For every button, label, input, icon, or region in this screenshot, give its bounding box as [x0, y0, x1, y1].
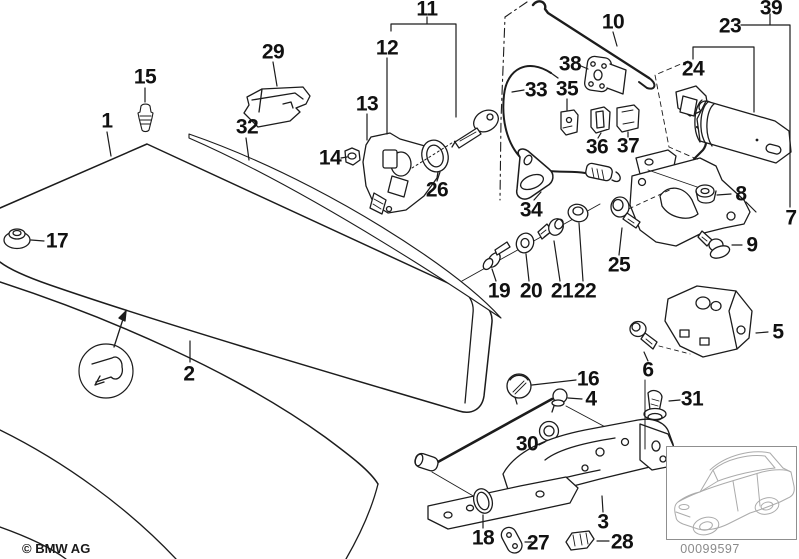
part-15-pin-drawing — [137, 103, 154, 133]
part-label-34[interactable]: 34 — [519, 198, 543, 222]
actuator-drawing — [654, 60, 792, 164]
part-label-22[interactable]: 22 — [573, 279, 597, 303]
part-label-25[interactable]: 25 — [607, 253, 631, 277]
part-label-23[interactable]: 23 — [718, 14, 742, 38]
part-label-4[interactable]: 4 — [585, 387, 597, 411]
part-label-14[interactable]: 14 — [318, 146, 342, 170]
part-17-grommet-drawing — [3, 228, 31, 250]
part-label-7[interactable]: 7 — [785, 206, 797, 230]
part-label-11[interactable]: 11 — [416, 0, 438, 21]
part-label-17[interactable]: 17 — [45, 229, 69, 253]
part-label-35[interactable]: 35 — [555, 77, 579, 101]
part-9-screw-drawing — [697, 230, 731, 259]
part-6-bolt-drawing — [629, 320, 691, 355]
part-label-3[interactable]: 3 — [597, 510, 609, 534]
part-4-ball-stud-drawing — [551, 388, 568, 413]
part-37-clip-drawing — [616, 104, 640, 133]
part-5-bracket-drawing — [664, 285, 753, 358]
part-label-12[interactable]: 12 — [375, 36, 399, 60]
part-label-29[interactable]: 29 — [261, 40, 285, 64]
part-27-plate-drawing — [500, 526, 523, 554]
diagram-number: 00099597 — [680, 542, 740, 556]
hinge-drawing — [427, 418, 677, 530]
latch-drawing — [621, 125, 751, 247]
part-label-27[interactable]: 27 — [526, 531, 550, 555]
part-label-18[interactable]: 18 — [471, 526, 495, 550]
part-label-19[interactable]: 19 — [487, 279, 511, 303]
dashdot-divider — [499, 1, 528, 201]
part-label-15[interactable]: 15 — [133, 65, 157, 89]
part-label-28[interactable]: 28 — [610, 530, 634, 554]
part-label-38[interactable]: 38 — [558, 52, 582, 76]
trunk-lid-lower-drawing — [0, 281, 379, 559]
vehicle-thumbnail[interactable] — [666, 446, 797, 540]
part-31-bolt-drawing — [643, 389, 667, 422]
part-label-5[interactable]: 5 — [772, 320, 784, 344]
part-label-13[interactable]: 13 — [355, 92, 379, 116]
part-28-clip-drawing — [565, 530, 595, 551]
part-16-plug-drawing — [506, 373, 532, 405]
part-label-36[interactable]: 36 — [585, 135, 609, 159]
part-29-lamp-housing-drawing — [243, 86, 311, 128]
part-label-8[interactable]: 8 — [735, 182, 747, 206]
copyright-text: © BMW AG — [22, 541, 91, 556]
part-label-6[interactable]: 6 — [642, 358, 654, 382]
part-35-bracket-drawing — [560, 109, 579, 136]
part-label-2[interactable]: 2 — [183, 362, 195, 386]
part-18-oring-drawing — [472, 488, 494, 514]
leader-lines — [30, 13, 791, 543]
part-label-30[interactable]: 30 — [515, 432, 539, 456]
part-label-24[interactable]: 24 — [681, 57, 705, 81]
part-34-handle-drawing — [515, 148, 554, 200]
lock-cylinder-drawing — [362, 132, 441, 215]
part-label-39[interactable]: 39 — [759, 0, 783, 20]
part-label-1[interactable]: 1 — [101, 109, 113, 133]
fastener-row-drawing — [461, 203, 601, 282]
key-drawing — [411, 109, 499, 169]
part-10-rod-drawing — [531, 0, 656, 90]
part-label-37[interactable]: 37 — [616, 134, 640, 158]
part-36-clip-drawing — [590, 106, 611, 134]
part-label-33[interactable]: 33 — [524, 78, 548, 102]
vehicle-outline — [674, 451, 795, 536]
trim-strip-drawing — [188, 133, 502, 319]
detail-magnifier — [78, 310, 134, 399]
part-33-cable-drawing — [502, 65, 621, 183]
part-label-31[interactable]: 31 — [680, 387, 704, 411]
part-label-16[interactable]: 16 — [576, 367, 600, 391]
part-label-21[interactable]: 21 — [550, 279, 574, 303]
part-label-32[interactable]: 32 — [235, 115, 259, 139]
part-label-20[interactable]: 20 — [519, 279, 543, 303]
part-14-nut-drawing — [344, 147, 361, 166]
part-38-plate-drawing — [584, 55, 627, 95]
part-label-9[interactable]: 9 — [746, 233, 758, 257]
part-26-ring-drawing — [421, 139, 449, 173]
part-8-bushing-drawing — [695, 184, 717, 204]
part-label-10[interactable]: 10 — [601, 10, 625, 34]
part-25-screw-drawing — [610, 196, 641, 229]
part-label-26[interactable]: 26 — [425, 178, 449, 202]
